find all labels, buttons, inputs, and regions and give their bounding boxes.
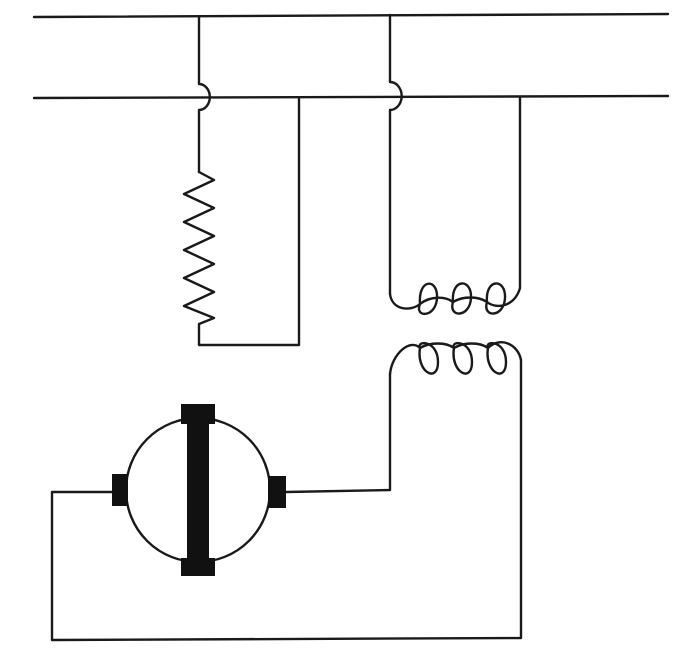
- secondary-loop-wire: [50, 358, 523, 642]
- lower-main-line: [32, 94, 670, 100]
- bottom-pole-shoe: [181, 558, 215, 576]
- secondary-coil-icon: [388, 341, 523, 376]
- transformer: [388, 13, 523, 376]
- supply-mains: [32, 12, 670, 100]
- left-brush: [112, 474, 128, 506]
- upper-main-line: [32, 12, 670, 19]
- resistor-branch: [182, 15, 301, 347]
- top-pole-shoe: [181, 404, 215, 424]
- pole-bar: [187, 418, 209, 558]
- right-brush: [268, 476, 286, 508]
- primary-coil-icon: [388, 95, 522, 315]
- primary-feed-wire: [388, 13, 403, 296]
- dynamo-with-brushes-icon: [112, 404, 286, 576]
- secondary-return-wire: [284, 372, 392, 494]
- secondary-circuit: [50, 358, 523, 642]
- resistor-zigzag-icon: [182, 97, 301, 347]
- resistor-feed-wire: [197, 15, 212, 174]
